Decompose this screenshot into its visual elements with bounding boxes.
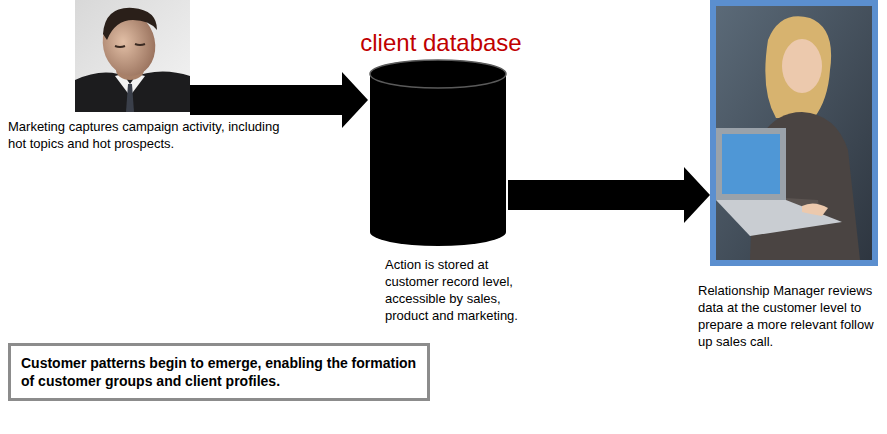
hair — [765, 16, 831, 118]
hand — [802, 203, 828, 216]
flow-step: Relationship Manager reviews data at the… — [698, 0, 885, 350]
photo-ground — [75, 0, 190, 112]
photo-frame — [710, 0, 878, 266]
laptop-screen — [716, 128, 786, 200]
tie — [126, 84, 134, 112]
cylinder-body — [370, 74, 506, 232]
laptop-display — [722, 134, 780, 194]
hair — [103, 8, 157, 40]
step-description: Action is stored at customer record leve… — [385, 256, 537, 324]
laptop-base — [716, 200, 842, 236]
flow-step: Marketing captures campaign activity, in… — [8, 0, 280, 152]
face — [782, 39, 822, 93]
photo-ground — [716, 6, 872, 260]
face — [97, 7, 161, 80]
relationship-manager-photo — [710, 0, 878, 266]
marketing-photo — [75, 0, 190, 112]
step-description: Marketing captures campaign activity, in… — [8, 118, 280, 152]
summary-note: Customer patterns begin to emerge, enabl… — [21, 354, 417, 390]
note-box: Customer patterns begin to emerge, enabl… — [8, 343, 430, 401]
eyes — [115, 44, 145, 47]
flow-step: client database Action is stored at cust… — [355, 28, 540, 324]
cylinder-top — [370, 60, 506, 88]
database-cylinder — [368, 58, 508, 248]
step-description: Relationship Manager reviews data at the… — [698, 282, 885, 350]
block-arrow — [508, 167, 710, 223]
cylinder-bottom — [370, 218, 506, 246]
database-heading: client database — [355, 28, 527, 58]
